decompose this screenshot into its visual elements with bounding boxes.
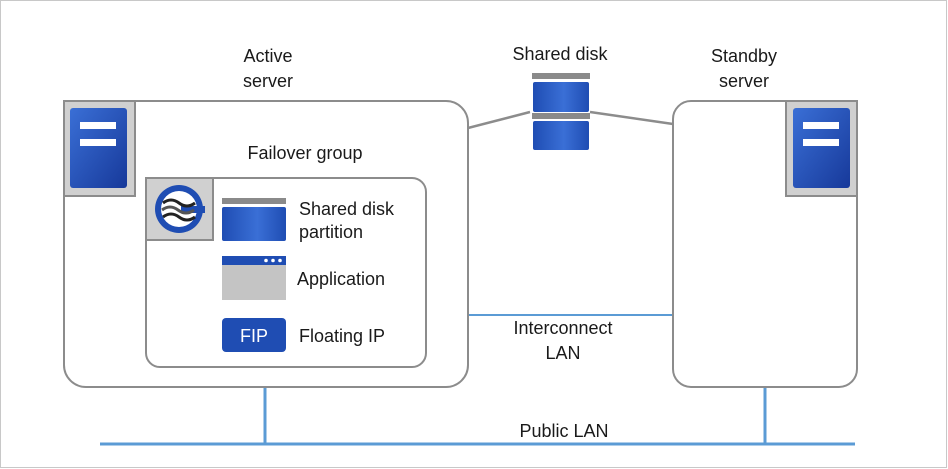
fip-badge: FIP [222, 318, 286, 352]
interconnect-lan-label-1: Interconnect [513, 318, 612, 338]
shared-disk-icon [532, 73, 590, 150]
application-window-icon [222, 256, 286, 300]
application-label: Application [297, 269, 385, 289]
standby-server-icon [785, 100, 858, 197]
public-lan-label: Public LAN [519, 421, 608, 441]
floating-ip-label: Floating IP [299, 326, 385, 346]
fip-badge-label: FIP [240, 326, 268, 346]
active-server-label-2: server [243, 71, 293, 91]
standby-server-label-2: server [719, 71, 769, 91]
active-disk-link [467, 110, 531, 130]
active-server-label-1: Active [243, 46, 292, 66]
failover-group-label: Failover group [247, 143, 362, 163]
standby-server-label-1: Standby [711, 46, 777, 66]
active-server-icon [63, 100, 136, 197]
standby-disk-link [589, 110, 674, 126]
interconnect-lan-label-2: LAN [545, 343, 580, 363]
shared-disk-partition-label-1: Shared disk [299, 199, 395, 219]
shared-disk-label: Shared disk [512, 44, 608, 64]
shared-disk-partition-icon [222, 198, 286, 241]
shared-disk-partition-label-2: partition [299, 222, 363, 242]
cluster-logo-icon [145, 177, 214, 241]
